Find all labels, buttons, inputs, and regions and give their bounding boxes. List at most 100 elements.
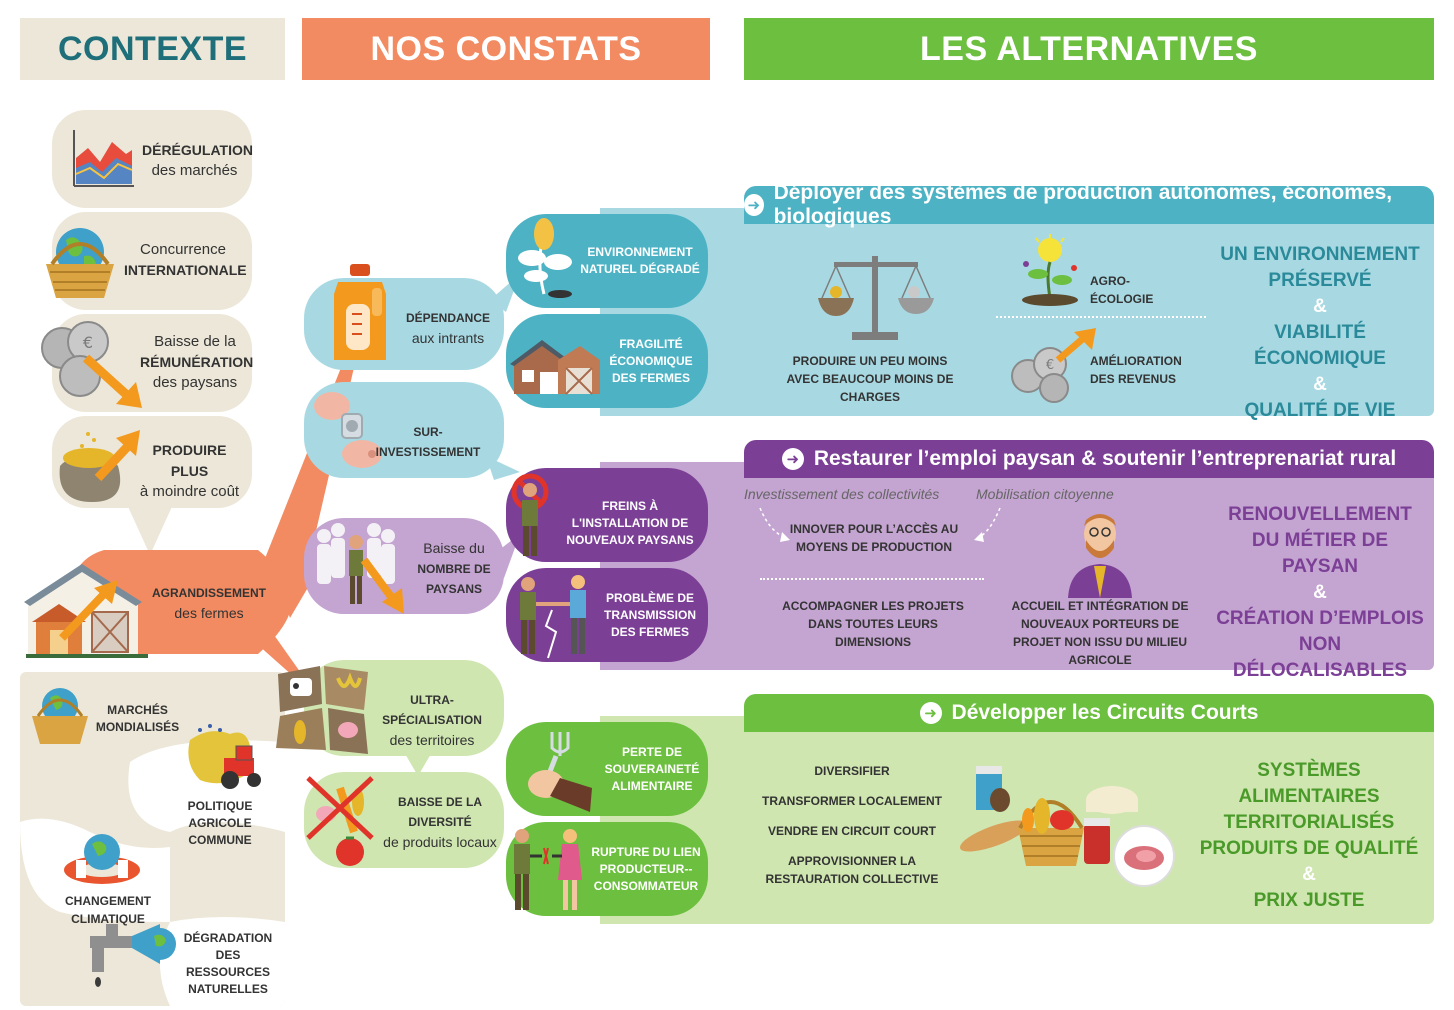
cow-field-icon [276, 666, 368, 754]
purple-note-collectivites: Investissement des collectivités [744, 486, 940, 502]
deregulation-bold: DÉRÉGULATION [142, 142, 253, 158]
green-band [600, 716, 1434, 924]
purple-item-accueil: ACCUEIL ET INTÉGRATION DE NOUVEAUX PORTE… [1011, 599, 1189, 667]
contexte-item-remuneration: € Baisse de la RÉMUNÉRATION des paysans [41, 314, 254, 412]
green-goal-2: PRODUITS DE QUALITÉ [1199, 838, 1419, 859]
agrandissement-label: AGRANDISSEMENT des fermes [150, 583, 268, 624]
faucet-globe-icon [90, 924, 176, 987]
global-degradation: DÉGRADATION DES RESSOURCES NATURELLES [183, 931, 273, 996]
blue-goal: UN ENVIRONNEMENT PRÉSERVÉ & VIABILITÉ ÉC… [1210, 242, 1430, 424]
ultra-bold: ULTRA-SPÉCIALISATION [382, 693, 482, 727]
deregulation-text: des marchés [151, 162, 238, 179]
purple-title-bar: ➜ Restaurer l’emploi paysan & soutenir l… [744, 440, 1434, 478]
produire-bold: PRODUIRE PLUS [152, 442, 227, 479]
green-goal-1: SYSTÈMES ALIMENTAIRES TERRITORIALISÉS [1223, 760, 1395, 833]
purple-goal-3: CRÉATION D’EMPLOIS NON DÉLOCALISABLES [1216, 608, 1424, 681]
blue-title-bar: ➜ Déployer des systèmes de production au… [744, 181, 1434, 228]
purple-title: Restaurer l’emploi paysan & soutenir l’e… [813, 447, 1397, 470]
fist-fork-icon [528, 732, 592, 812]
blue-item-agroecologie: AGRO-ÉCOLOGIE [1090, 274, 1154, 306]
remuneration-text: Baisse de la [154, 333, 236, 350]
rupture-label: RUPTURE DU LIEN PRODUCTEUR--CONSOMMATEUR [591, 845, 701, 893]
bearded-man-icon [1068, 514, 1132, 598]
contexte-item-produire: PRODUIRE PLUS à moindre coût [52, 416, 252, 508]
farm-houses-icon [510, 340, 600, 395]
barn-icon [24, 564, 148, 658]
purple-note-citoyenne: Mobilisation citoyenne [976, 486, 1114, 502]
green-goal: SYSTÈMES ALIMENTAIRES TERRITORIALISÉS PR… [1196, 758, 1422, 914]
ultra-text: des territoires [389, 732, 475, 748]
produire-text: à moindre coût [139, 483, 240, 500]
arrow-circle-icon: ➜ [781, 448, 804, 470]
grain-sack-icon [59, 430, 140, 502]
piggy-bank-icon [314, 392, 382, 468]
constat-transmission: PROBLÈME DE TRANSMISSION DES FERMES [506, 568, 708, 662]
forbidden-farmer-icon [511, 473, 549, 556]
constat-surinvestissement: SUR-INVESTISSEMENT [304, 382, 504, 478]
flower-seed-icon [518, 218, 572, 298]
blue-title: Déployer des systèmes de production auto… [773, 181, 1393, 228]
agrandissement-text: des fermes [174, 605, 244, 621]
purple-goal-1: RENOUVELLEMENT DU MÉTIER DE PAYSAN [1228, 504, 1412, 577]
lifebuoy-globe-icon [64, 834, 140, 884]
purple-goal-2: & [1313, 582, 1327, 603]
constat-freins: FREINS À L'INSTALLATION DE NOUVEAUX PAYS… [506, 468, 708, 562]
handshake-crack-icon [520, 575, 586, 659]
purple-goal: RENOUVELLEMENT DU MÉTIER DE PAYSAN & CRÉ… [1212, 502, 1428, 684]
diversite-text: de produits locaux [383, 834, 497, 850]
green-item-transformer: TRANSFORMER LOCALEMENT [762, 794, 942, 808]
contexte-item-deregulation: DÉRÉGULATION des marchés [52, 110, 253, 208]
contexte-tail [125, 500, 175, 555]
agrandissement-bold: AGRANDISSEMENT [151, 586, 266, 600]
globe-basket-icon [46, 228, 114, 298]
fragilite-label: FRAGILITÉ ÉCONOMIQUE DES FERMES [609, 337, 693, 385]
blue-item-amelioration: AMÉLIORATION DES REVENUS [1090, 354, 1182, 386]
freins-label: FREINS À L'INSTALLATION DE NOUVEAUX PAYS… [566, 499, 694, 547]
constat-environnement: ENVIRONNEMENT NATUREL DÉGRADÉ [506, 214, 708, 308]
purple-dotted-arrows [759, 507, 1001, 542]
transmission-label: PROBLÈME DE TRANSMISSION DES FERMES [603, 591, 696, 639]
arrow-circle-icon: ➜ [919, 702, 942, 724]
header-alternatives: LES ALTERNATIVES [744, 18, 1434, 80]
global-climat: CHANGEMENT CLIMATIQUE [65, 894, 151, 926]
contexte-item-concurrence: Concurrence INTERNATIONALE [46, 212, 252, 310]
blue-divider [996, 316, 1206, 318]
global-marches: MARCHÉS MONDIALISÉS [95, 703, 180, 734]
surinvestissement-bold: SUR-INVESTISSEMENT [375, 425, 481, 459]
green-goal-3: & [1302, 864, 1316, 885]
farmer-crowd-icon [317, 523, 404, 614]
purple-item-innover: INNOVER POUR L’ACCÈS AU MOYENS DE PRODUC… [789, 522, 959, 554]
svg-text:€: € [1046, 358, 1054, 373]
dependance-bold: DÉPENDANCE [405, 311, 490, 325]
constat-rupture: RUPTURE DU LIEN PRODUCTEUR--CONSOMMATEUR [506, 822, 708, 916]
remuneration-text2: des paysans [152, 374, 238, 391]
broken-chain-icon [514, 829, 582, 910]
concurrence-text: Concurrence [140, 241, 226, 258]
crossed-vegetables-icon [306, 776, 374, 866]
concurrence-bold: INTERNATIONALE [124, 262, 247, 278]
constat-dependance: DÉPENDANCE aux intrants [304, 264, 504, 370]
scale-icon [818, 256, 934, 340]
plant-sun-icon [1022, 234, 1078, 306]
blue-item-produire: PRODUIRE UN PEU MOINS AVEC BEAUCOUP MOIN… [786, 354, 954, 404]
purple-item-accompagner: ACCOMPAGNER LES PROJETS DANS TOUTES LEUR… [782, 599, 964, 649]
dependance-text: aux intrants [411, 330, 485, 346]
global-pac: POLITIQUE AGRICOLE COMMUNE [187, 799, 253, 847]
remuneration-bold: RÉMUNÉRATION [140, 354, 254, 370]
green-goal-4: PRIX JUSTE [1253, 890, 1365, 911]
green-item-vendre: VENDRE EN CIRCUIT COURT [767, 824, 936, 838]
header-constats: NOS CONSTATS [302, 18, 710, 80]
constat-nombre-paysans: Baisse du NOMBRE DE PAYSANS [304, 518, 504, 614]
coins-arrow-icon: € [41, 321, 142, 408]
blue-goal-2: & [1313, 296, 1327, 317]
blue-goal-3: VIABILITÉ ÉCONOMIQUE [1254, 322, 1386, 369]
environnement-label: ENVIRONNEMENT NATUREL DÉGRADÉ [580, 245, 700, 276]
nombre-text: Baisse du [423, 540, 485, 556]
ultra-tail [404, 752, 432, 776]
chart-icon [73, 130, 134, 187]
blue-goal-4: & [1313, 374, 1327, 395]
blue-goal-1: UN ENVIRONNEMENT PRÉSERVÉ [1220, 244, 1420, 291]
green-item-approvisionner: APPROVISIONNER LA RESTAURATION COLLECTIV… [765, 854, 939, 886]
green-title: Développer les Circuits Courts [951, 701, 1259, 724]
header-contexte: CONTEXTE [20, 18, 285, 80]
